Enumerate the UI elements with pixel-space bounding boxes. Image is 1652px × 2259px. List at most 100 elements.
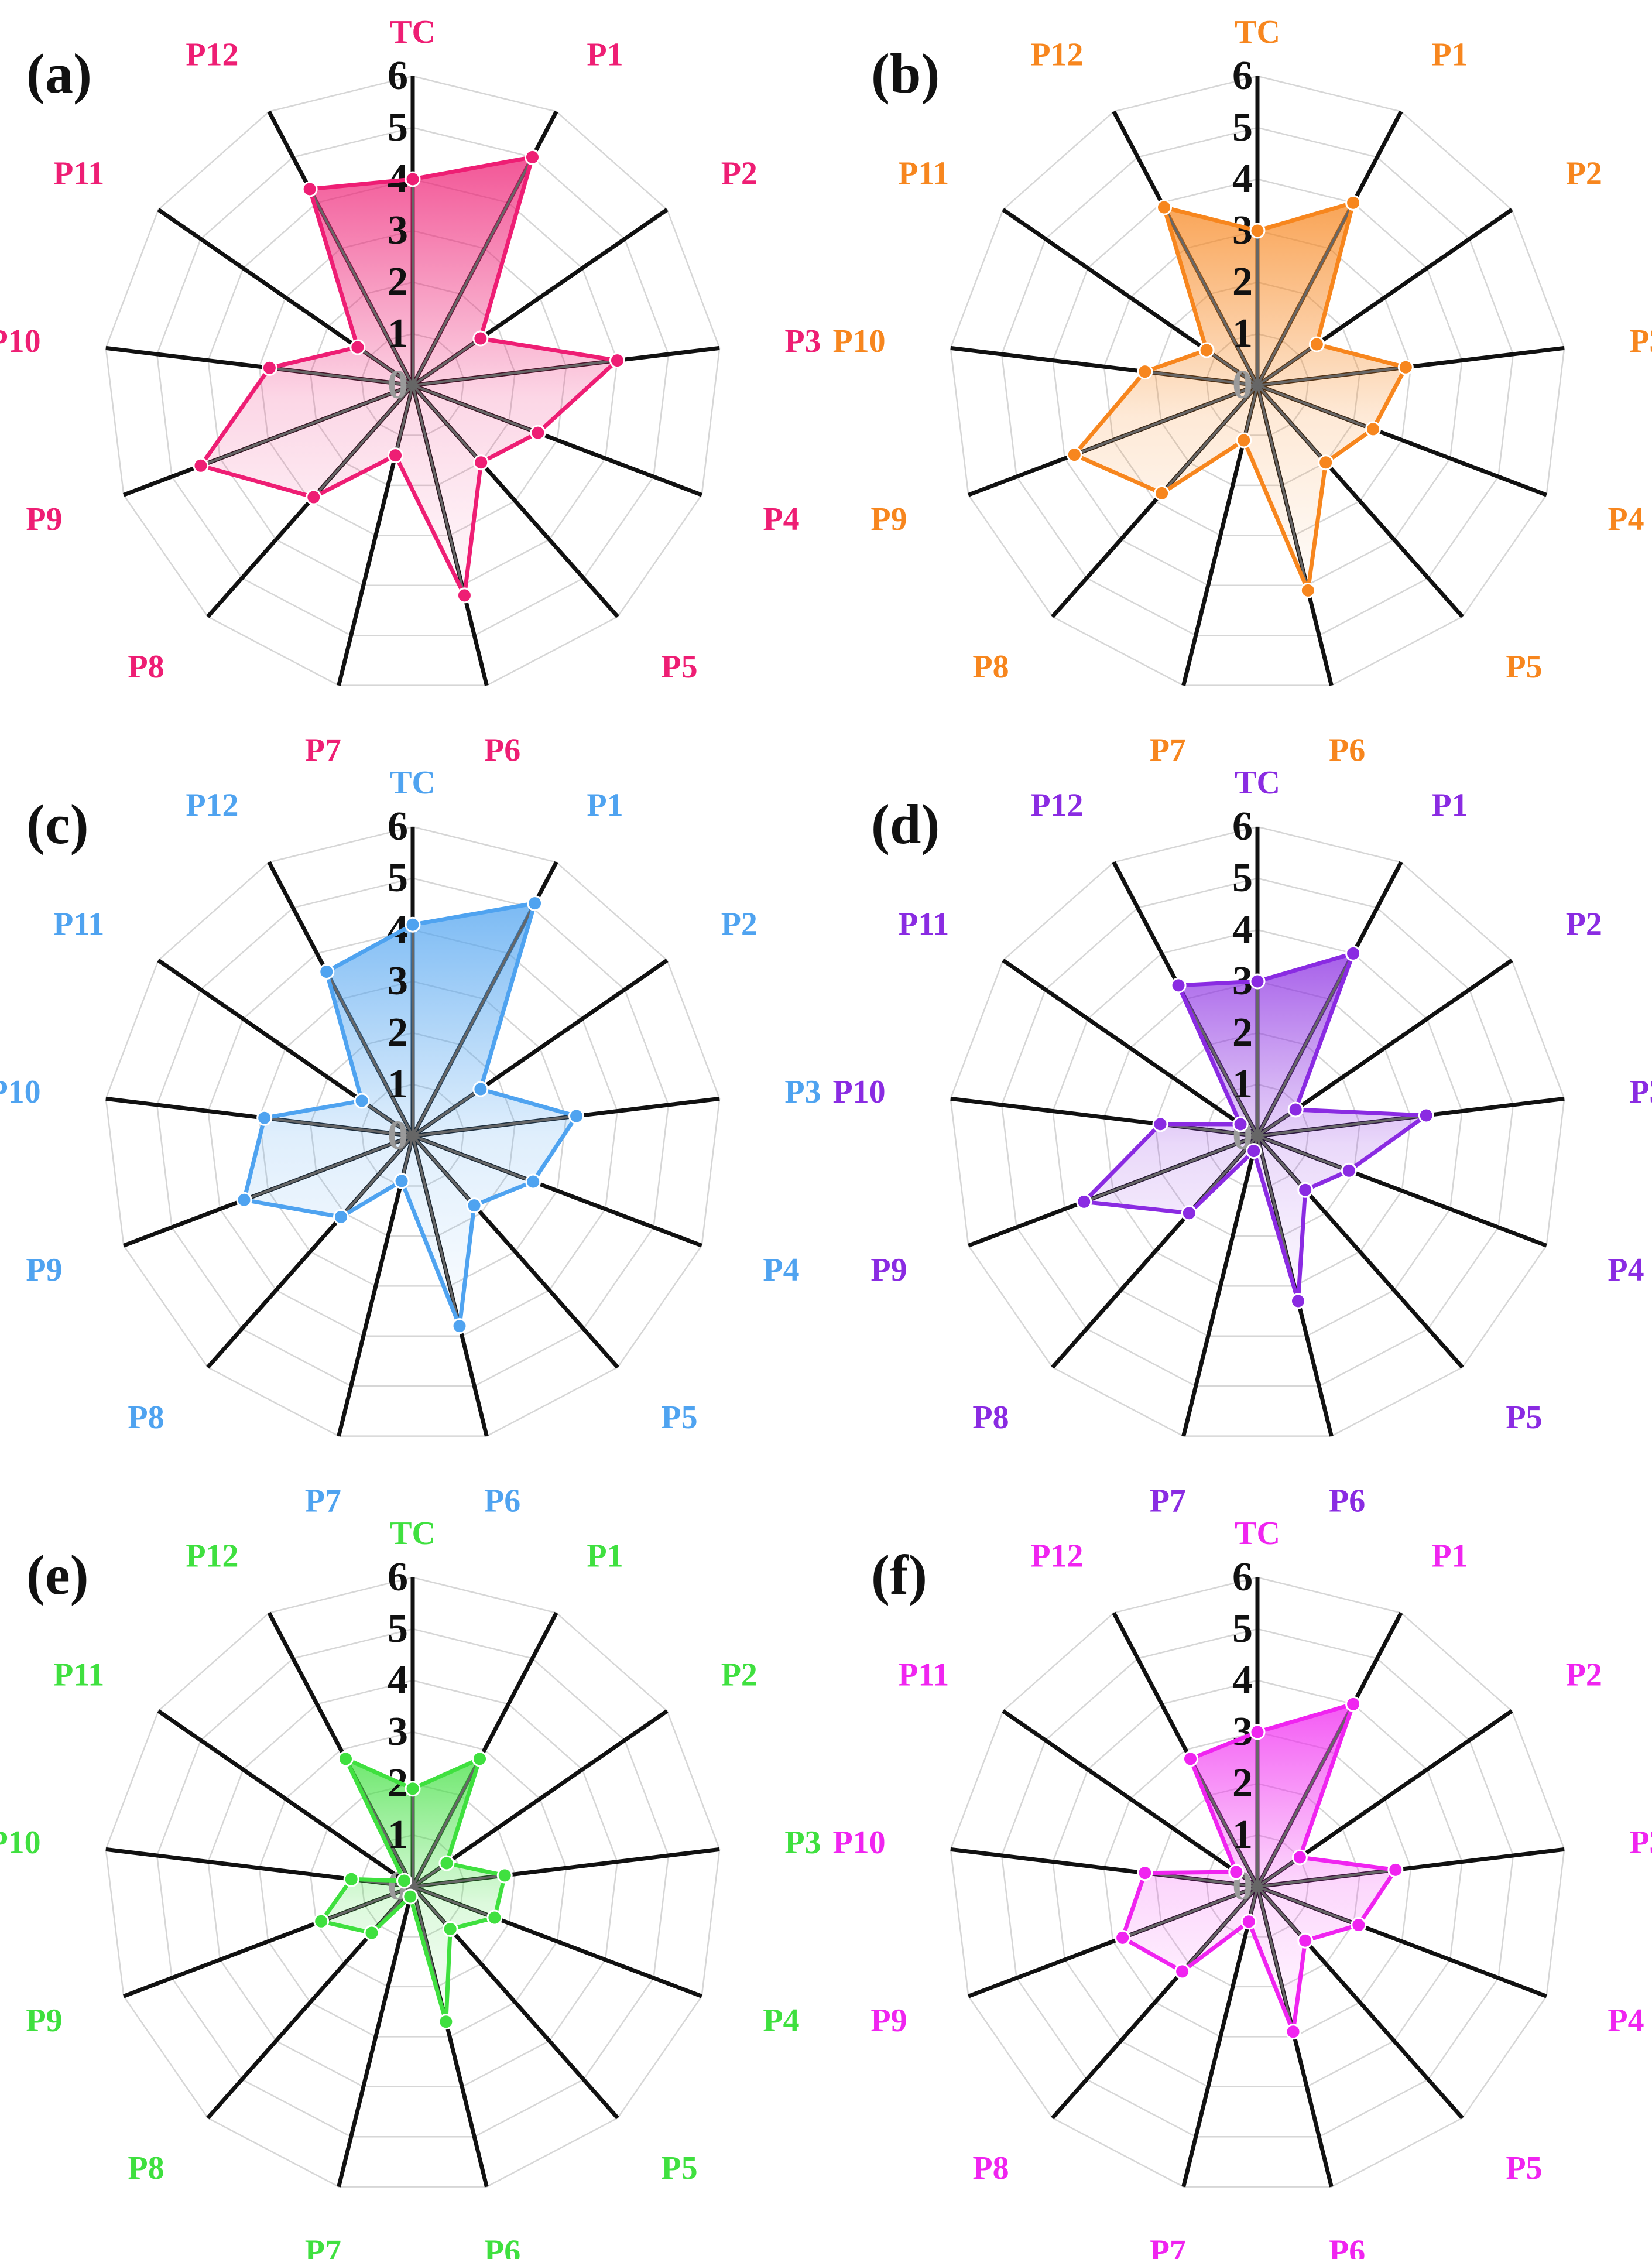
radial-line-p4 [1257, 1885, 1359, 1926]
axis-label-p4: P4 [1608, 501, 1644, 538]
grid-ring-3 [258, 980, 567, 1287]
radar-grid-rings [105, 75, 721, 686]
grid-ring-6 [950, 826, 1565, 1437]
axis-label-p10: P10 [0, 1074, 41, 1110]
tick-label-6: 6 [388, 1555, 408, 1600]
panel-label: (f) [871, 1543, 927, 1606]
axis-label-p1: P1 [587, 1538, 623, 1574]
axis-labels: TCP1P2P3P4P5P6P7P8P9P10P11P12 [832, 765, 1652, 1519]
data-point-p3 [1418, 1107, 1434, 1124]
axis-label-p7: P7 [305, 1483, 341, 1519]
radial-line-p6 [1256, 385, 1310, 591]
tick-label-4: 4 [1232, 156, 1253, 201]
data-point-p4 [486, 1909, 503, 1926]
tick-label-5: 5 [1232, 855, 1253, 901]
data-point-p10 [1152, 1116, 1168, 1132]
radial-line-p7 [394, 385, 414, 456]
radar-grid-rings [105, 1576, 721, 2188]
tick-label-2: 2 [1232, 1761, 1253, 1806]
series-area [1122, 1704, 1396, 2032]
tick-label-5: 5 [388, 855, 408, 901]
spoke-p11 [157, 1709, 414, 1888]
panel-label: (c) [26, 793, 89, 855]
axis-label-p10: P10 [832, 1074, 885, 1110]
grid-ring-4 [1052, 929, 1463, 1337]
radar-panel-4: 0123456TCP1P2P3P4P5P6P7P8P9P10P11P12(d) [832, 765, 1652, 1519]
series-outline [1082, 951, 1428, 1303]
axis-label-p2: P2 [721, 1656, 758, 1693]
series-points [1076, 945, 1434, 1309]
axis-label-p6: P6 [484, 2233, 520, 2259]
data-point-p1 [527, 895, 543, 912]
axis-label-p6: P6 [1329, 2233, 1365, 2259]
radial-line-p8 [313, 384, 414, 498]
axis-label-p4: P4 [763, 2003, 799, 2039]
panel-label: (a) [26, 42, 92, 105]
data-point-p5 [442, 1921, 458, 1937]
axis-label-p10: P10 [0, 323, 41, 360]
data-point-p2 [1308, 336, 1325, 352]
axis-label-p2: P2 [721, 906, 758, 942]
data-point-p12 [301, 181, 318, 197]
data-point-tc [405, 916, 421, 933]
series-radial-lines [244, 902, 577, 1327]
axis-label-p8: P8 [128, 2150, 164, 2186]
data-point-p8 [306, 489, 322, 505]
axis-label-p12: P12 [186, 1538, 238, 1574]
series-outline [198, 155, 619, 598]
radial-line-p3 [412, 359, 618, 386]
data-point-p7 [1236, 432, 1252, 449]
axis-label-p3: P3 [1629, 1074, 1652, 1110]
spoke-p7 [1181, 1135, 1260, 1437]
data-point-p11 [1228, 1864, 1245, 1880]
grid-ring-2 [1154, 1032, 1360, 1237]
radial-line-p11 [361, 1100, 414, 1137]
radial-line-p5 [1256, 1885, 1307, 1942]
axis-label-tc: TC [1235, 1515, 1280, 1552]
tick-label-3: 3 [388, 208, 408, 253]
axis-label-p7: P7 [1150, 732, 1186, 768]
radial-line-p2 [1256, 1856, 1301, 1888]
axis-label-p4: P4 [1608, 2003, 1644, 2039]
grid-ring-6 [105, 75, 721, 686]
axis-labels: TCP1P2P3P4P5P6P7P8P9P10P11P12 [0, 14, 821, 768]
axis-labels: TCP1P2P3P4P5P6P7P8P9P10P11P12 [0, 765, 821, 1519]
tick-label-1: 1 [388, 311, 408, 356]
axis-label-p5: P5 [1506, 2150, 1542, 2186]
tick-label-5: 5 [1232, 105, 1253, 150]
data-point-p4 [530, 425, 546, 441]
series-radial-lines [1074, 202, 1406, 591]
axis-label-tc: TC [390, 765, 436, 801]
grid-ring-5 [156, 877, 670, 1387]
radial-line-p3 [1257, 1114, 1427, 1137]
radial-line-p11 [357, 346, 414, 386]
data-point-p9 [236, 1192, 252, 1208]
data-point-p10 [1137, 1865, 1153, 1881]
data-point-tc [405, 1781, 421, 1797]
data-point-p8 [1154, 485, 1170, 501]
axis-label-p9: P9 [870, 501, 907, 538]
radial-line-p9 [1084, 1135, 1258, 1203]
data-point-p6 [1300, 582, 1316, 598]
data-point-p5 [1297, 1932, 1314, 1949]
data-point-p2 [438, 1855, 455, 1871]
axis-label-p4: P4 [1608, 1252, 1644, 1288]
axis-label-p7: P7 [1150, 1483, 1186, 1519]
radial-line-p12 [1163, 207, 1259, 386]
data-point-p7 [388, 447, 404, 464]
radar-grid-rings [950, 826, 1565, 1437]
tick-label-5: 5 [388, 1606, 408, 1651]
tick-label-4: 4 [1232, 907, 1253, 952]
axis-label-p3: P3 [784, 323, 821, 360]
spoke-p7 [1181, 1886, 1260, 2188]
series-radial-lines [200, 156, 618, 596]
radial-line-p3 [412, 1874, 505, 1888]
data-point-p12 [1156, 199, 1173, 215]
tick-label-6: 6 [1232, 804, 1253, 849]
tick-label-4: 4 [388, 1658, 408, 1703]
radial-line-p8 [340, 1135, 414, 1218]
series-area [1084, 953, 1427, 1301]
data-point-p12 [337, 1751, 354, 1767]
axis-label-p9: P9 [870, 1252, 907, 1288]
tick-label-5: 5 [388, 105, 408, 150]
